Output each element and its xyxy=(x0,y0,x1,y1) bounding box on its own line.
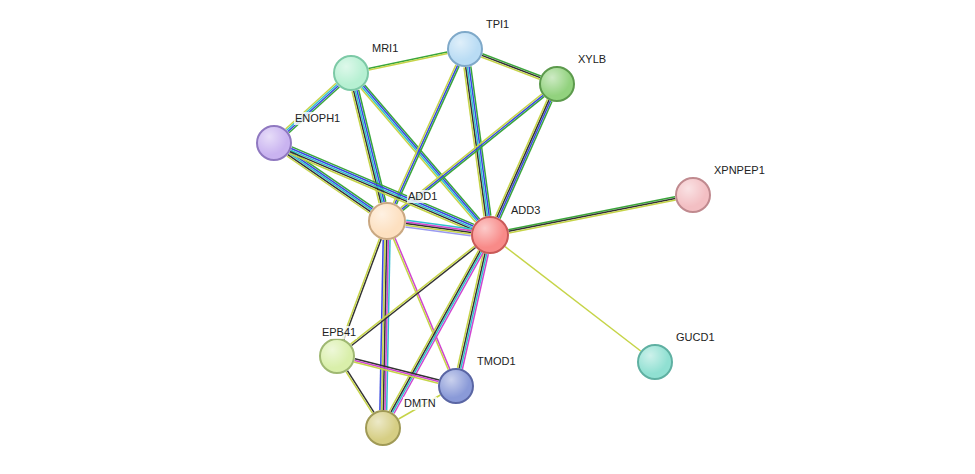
protein-label: GUCD1 xyxy=(675,331,716,344)
protein-node: GUCD1 xyxy=(637,344,673,380)
node-gloss xyxy=(370,204,404,238)
evidence-line xyxy=(458,253,484,368)
node-gloss xyxy=(440,370,472,402)
interaction-edge xyxy=(390,250,484,413)
evidence-line xyxy=(355,360,439,381)
protein-node: XYLB xyxy=(539,66,575,102)
node-gloss xyxy=(541,68,573,100)
evidence-line xyxy=(289,87,339,133)
evidence-line xyxy=(391,251,480,412)
protein-node: ADD3 xyxy=(471,216,509,254)
protein-label: ADD1 xyxy=(407,190,438,203)
evidence-line xyxy=(343,239,380,339)
evidence-line xyxy=(481,57,539,79)
evidence-line xyxy=(497,100,549,217)
evidence-line xyxy=(406,225,471,234)
protein-node: DMTN xyxy=(365,410,401,446)
protein-label: ENOPH1 xyxy=(294,112,341,125)
evidence-line xyxy=(402,95,543,209)
node-gloss xyxy=(639,346,671,378)
evidence-line xyxy=(505,247,641,351)
evidence-line xyxy=(396,66,459,204)
interaction-edge xyxy=(380,240,390,410)
evidence-line xyxy=(393,65,456,203)
evidence-line xyxy=(482,55,540,77)
interaction-edge xyxy=(505,247,641,351)
interaction-edge xyxy=(346,371,374,414)
evidence-line xyxy=(346,372,373,414)
evidence-line xyxy=(393,252,482,413)
evidence-line xyxy=(347,371,374,413)
evidence-line xyxy=(395,65,458,203)
node-gloss xyxy=(335,57,367,89)
interaction-edge xyxy=(405,220,471,236)
evidence-line xyxy=(500,102,552,219)
evidence-line xyxy=(394,253,483,414)
evidence-line xyxy=(354,362,438,383)
interaction-edge xyxy=(508,197,675,233)
protein-node: ADD1 xyxy=(368,202,406,240)
evidence-line xyxy=(395,238,450,369)
node-gloss xyxy=(473,218,507,252)
evidence-line xyxy=(355,359,439,380)
node-gloss xyxy=(258,127,290,159)
evidence-line xyxy=(369,54,448,71)
interaction-edge xyxy=(481,54,541,79)
evidence-line xyxy=(495,99,547,216)
protein-node: MRI1 xyxy=(333,55,369,91)
evidence-line xyxy=(399,395,441,419)
protein-label: ADD3 xyxy=(510,204,541,217)
protein-label: XPNPEP1 xyxy=(713,164,766,177)
evidence-line xyxy=(509,200,676,233)
evidence-line xyxy=(380,240,383,410)
evidence-line xyxy=(405,227,470,236)
interaction-edge xyxy=(399,395,441,419)
protein-label: XYLB xyxy=(577,53,607,66)
evidence-line xyxy=(508,197,675,230)
interaction-edge xyxy=(354,359,439,383)
protein-label: TMOD1 xyxy=(476,355,517,368)
interaction-edge xyxy=(393,65,459,205)
node-gloss xyxy=(321,340,353,372)
protein-label: TPI1 xyxy=(485,18,510,31)
protein-node: ENOPH1 xyxy=(256,125,292,161)
protein-node: TPI1 xyxy=(447,31,483,67)
node-gloss xyxy=(449,33,481,65)
node-gloss xyxy=(367,412,399,444)
interaction-edge xyxy=(286,83,340,133)
evidence-line xyxy=(482,54,540,76)
evidence-line xyxy=(464,67,484,216)
evidence-line xyxy=(363,86,478,220)
protein-node: EPB41 xyxy=(319,338,355,374)
evidence-line xyxy=(401,94,542,208)
interaction-edge xyxy=(401,94,544,210)
evidence-line xyxy=(390,250,479,411)
protein-label: EPB41 xyxy=(321,326,357,339)
protein-label: DMTN xyxy=(403,397,437,410)
interaction-edge xyxy=(495,99,552,218)
evidence-line xyxy=(365,85,480,219)
protein-label: MRI1 xyxy=(371,42,399,55)
node-gloss xyxy=(677,179,709,211)
protein-node: TMOD1 xyxy=(438,368,474,404)
evidence-line xyxy=(509,199,676,232)
evidence-line xyxy=(499,101,551,218)
protein-node: XPNPEP1 xyxy=(675,177,711,213)
